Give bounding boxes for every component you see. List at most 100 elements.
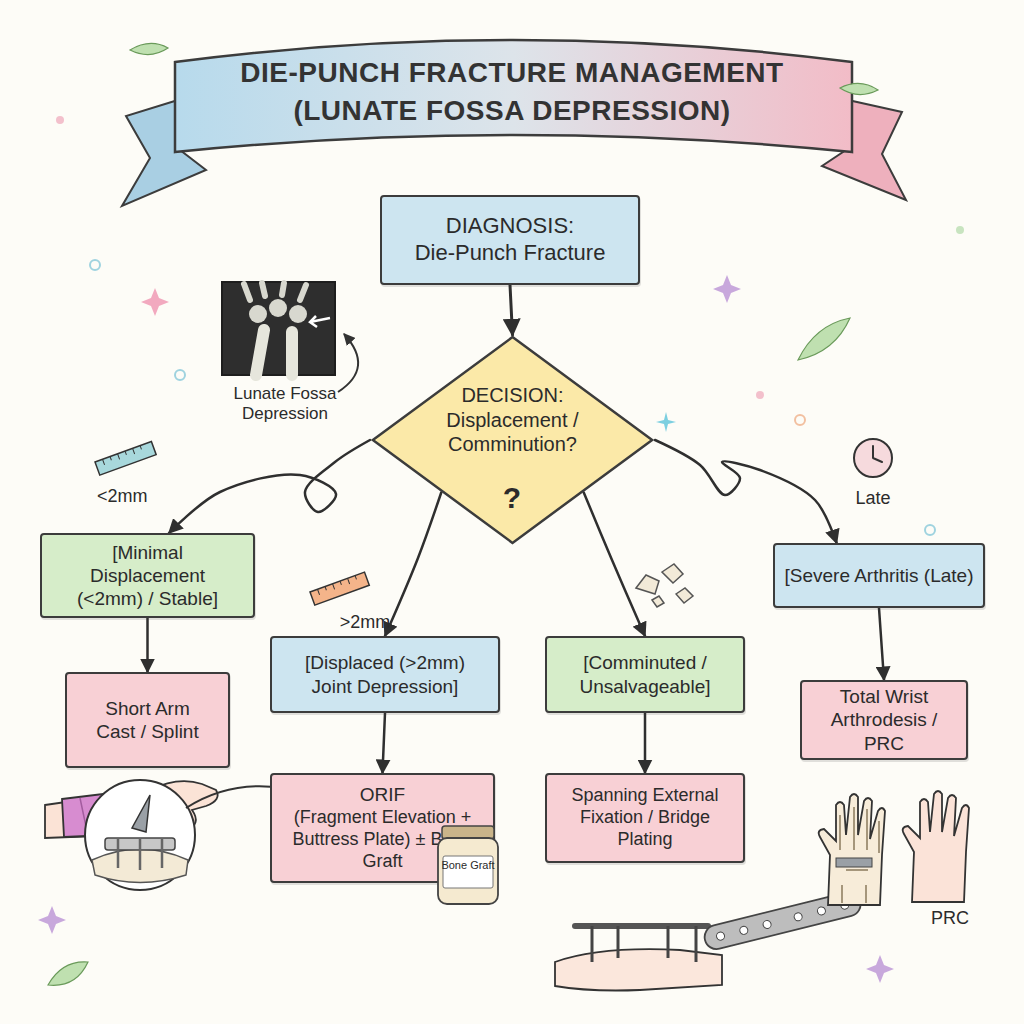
leaf-decoration (840, 83, 878, 94)
node-text: Short Arm Cast / Splint (95, 697, 200, 743)
node-text: [Displaced (>2mm) Joint Depression] (288, 651, 483, 697)
node-text: Die-Punch Fracture (415, 240, 606, 267)
node-text: DECISION: (461, 383, 563, 407)
flow-arrow (510, 285, 513, 335)
banner-tail (122, 100, 206, 206)
node-text: Spanning External Fixation / Bridge Plat… (555, 785, 735, 851)
dot-decoration (90, 260, 100, 270)
plate-hole (716, 931, 726, 941)
dot-decoration (56, 116, 64, 124)
ruler-icon (310, 572, 369, 605)
dot-decoration (956, 226, 964, 234)
ruler-body (310, 572, 369, 605)
cast-wrap-lines (80, 790, 146, 836)
branch-box: [Severe Arthritis (Late) (773, 543, 985, 608)
screws (118, 838, 162, 870)
finger-bones (244, 283, 306, 300)
leaf-decoration (48, 962, 88, 985)
plate-hole (739, 925, 749, 935)
treatment-box: Short Arm Cast / Splint (65, 672, 230, 768)
flow-arrow (879, 608, 884, 680)
node-text: [Comminuted / Unsalvageable] (555, 651, 735, 697)
ruler-body (95, 441, 156, 475)
ruler-icon (95, 441, 156, 475)
title-banner (175, 40, 852, 152)
fixator-pins (592, 926, 696, 962)
plate-hole (762, 920, 772, 930)
diagnosis-box: DIAGNOSIS:Die-Punch Fracture (380, 195, 640, 285)
bone-fragment (676, 588, 693, 603)
node-text: Total Wrist Arthrodesis / PRC (814, 685, 954, 755)
diagram-title: DIE-PUNCH FRACTURE MANAGEMENT (LUNATE FO… (190, 54, 834, 130)
node-text: [Severe Arthritis (Late) (784, 564, 973, 587)
leaf-decoration (798, 318, 850, 360)
procedure-label: PRC (925, 908, 975, 930)
star-decoration (713, 275, 741, 303)
clock-icon (854, 439, 892, 477)
dot-decoration (795, 415, 805, 425)
forearm-bones (256, 330, 292, 375)
bone-fragment (662, 564, 683, 583)
edge-label: Late (838, 488, 908, 510)
xray-arrow (310, 316, 330, 327)
flow-arrow (383, 713, 386, 773)
arm-illustration (45, 781, 218, 838)
flow-arrow (584, 493, 645, 637)
node-text: ORIF (360, 783, 405, 806)
node-text: Displacement / Comminution? (430, 408, 595, 457)
banner-tail (822, 100, 906, 200)
diamond-shape (373, 337, 652, 543)
ruler-ticks (318, 576, 358, 595)
sparkle-decoration (656, 412, 676, 432)
plate-body (702, 890, 863, 952)
carpal-bone (249, 305, 267, 323)
bone-fragment (652, 596, 664, 607)
star-decoration (38, 906, 66, 934)
edge-label: <2mm (97, 486, 167, 508)
buttress-plate (105, 838, 175, 850)
star-decoration (866, 955, 894, 983)
edge-label: >2mm (330, 612, 400, 634)
dot-decoration (175, 370, 185, 380)
plate-hole (840, 900, 850, 910)
node-text: DIAGNOSIS: (446, 213, 574, 240)
dot-decoration (925, 525, 935, 535)
hand-outline (903, 791, 969, 902)
elevator-tool (132, 795, 150, 832)
treatment-box: Total Wrist Arthrodesis / PRC (800, 680, 968, 760)
fixator-bar (575, 923, 708, 929)
plate-hole (793, 912, 803, 922)
detail-circle (85, 780, 195, 890)
bridge-plate (702, 890, 863, 952)
bone-surface (92, 849, 188, 883)
hand-skeleton (819, 794, 885, 905)
plate-hole (817, 906, 827, 916)
flow-arrow (644, 713, 647, 773)
image-caption: Lunate Fossa Depression (220, 384, 350, 425)
flow-arrow (169, 440, 370, 533)
hand-bones (840, 807, 879, 903)
star-decoration (141, 288, 169, 316)
flow-arrow (146, 618, 149, 672)
dot-decoration (756, 391, 764, 399)
leader-arrow (338, 334, 358, 392)
node-text: [Minimal Displacement (<2mm) / Stable] (58, 541, 238, 611)
clock-hands (873, 446, 882, 462)
bone-fragment (636, 575, 659, 594)
ruler-ticks (103, 446, 143, 465)
cast-illustration (62, 788, 156, 837)
branch-box: [Comminuted / Unsalvageable] (545, 636, 745, 713)
flow-arrow (655, 440, 837, 543)
carpal-bone (289, 305, 307, 323)
question-symbol: ? (492, 480, 532, 516)
leader-arrow (186, 786, 282, 808)
leaf-decoration (130, 43, 168, 54)
jar-label-text: Bone Graft (441, 859, 495, 872)
flow-arrow (385, 493, 441, 637)
branch-box: [Minimal Displacement (<2mm) / Stable] (40, 533, 255, 618)
xray-image (222, 282, 335, 375)
carpal-bone (269, 299, 287, 317)
arm-illustration (555, 949, 722, 990)
branch-box: [Displaced (>2mm) Joint Depression] (270, 636, 500, 713)
fusion-plate (836, 858, 872, 867)
